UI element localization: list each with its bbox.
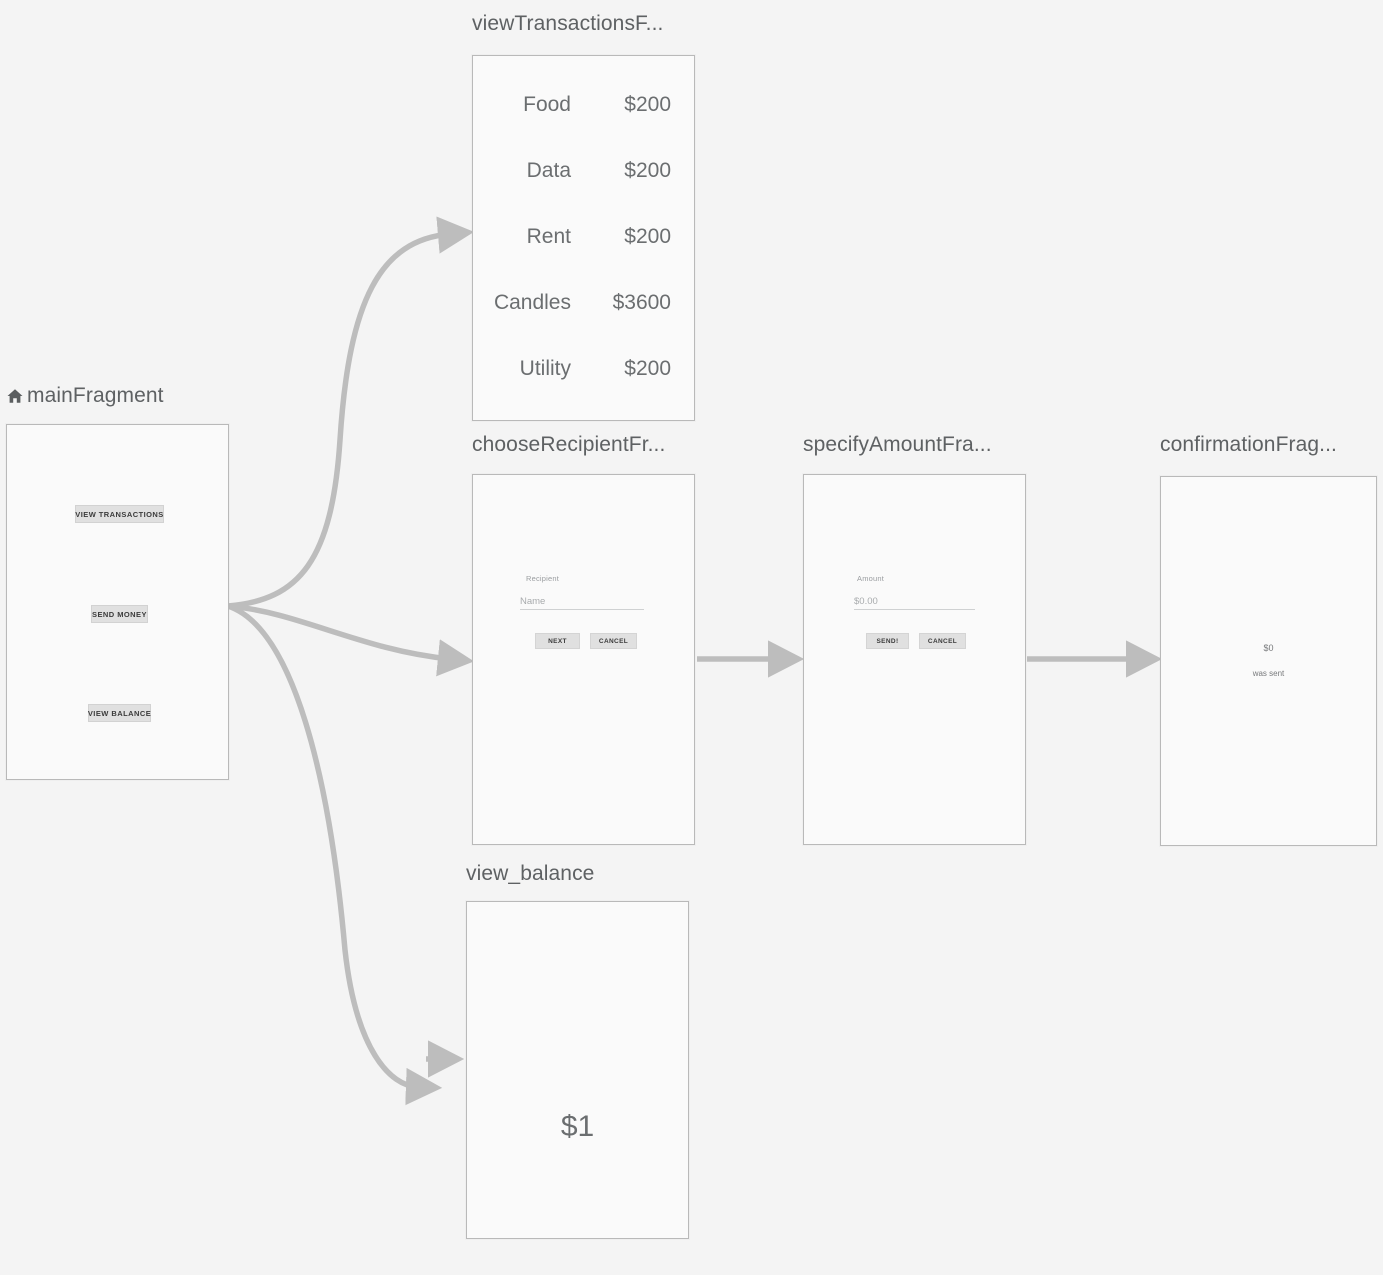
transaction-name: Data (526, 159, 571, 182)
recipient-field-label: Recipient (526, 574, 560, 583)
button-label: VIEW TRANSACTIONS (75, 509, 164, 519)
confirmation-amount: $0 (1263, 643, 1274, 653)
table-row: Rent $200 (473, 225, 694, 248)
destination-label: confirmationFrag... (1160, 434, 1337, 455)
button-label: VIEW BALANCE (87, 708, 152, 718)
destination-title: specifyAmountFra... (803, 433, 992, 456)
view-transactions-button[interactable]: VIEW TRANSACTIONS (75, 505, 164, 523)
button-label: CANCEL (927, 637, 958, 645)
destination-frame[interactable]: Amount $0.00 SEND! CANCEL (803, 474, 1026, 845)
confirmation-message: was sent (1252, 669, 1285, 678)
action-main-to-transactions (225, 216, 475, 609)
destination-label: mainFragment (6, 385, 164, 406)
transaction-name: Rent (526, 225, 571, 248)
destination-label: chooseRecipientFr... (472, 434, 665, 455)
action-main-to-balance (225, 603, 443, 1106)
preview-amount-form: Amount $0.00 SEND! CANCEL (804, 475, 1025, 844)
cancel-button[interactable]: CANCEL (919, 633, 966, 649)
transaction-amount: $200 (624, 357, 671, 380)
home-icon (6, 387, 24, 405)
next-button[interactable]: NEXT (535, 633, 580, 649)
balance-amount: $1 (560, 1110, 595, 1143)
button-label: SEND! (876, 637, 899, 645)
preview-balance: $1 (467, 902, 688, 1238)
view-balance-button[interactable]: VIEW BALANCE (88, 704, 151, 722)
amount-field-label: Amount (857, 574, 885, 583)
transaction-amount: $200 (624, 93, 671, 116)
transaction-amount: $3600 (612, 291, 671, 314)
destination-title: viewTransactionsF... (472, 12, 664, 35)
transaction-amount: $200 (624, 159, 671, 182)
preview-transaction-list: Food $200 Data $200 Rent $200 Candles $3… (473, 56, 694, 420)
destination-title: confirmationFrag... (1160, 433, 1337, 456)
destination-title: view_balance (466, 862, 595, 885)
transaction-amount: $200 (624, 225, 671, 248)
destination-title: chooseRecipientFr... (472, 433, 666, 456)
destination-label: viewTransactionsF... (472, 13, 663, 34)
amount-input[interactable]: $0.00 (854, 596, 975, 610)
action-main-to-recipient (225, 603, 475, 677)
transaction-name: Food (523, 93, 571, 116)
destination-frame[interactable]: $0 was sent (1160, 476, 1377, 846)
transaction-name: Candles (493, 291, 571, 314)
button-label: NEXT (548, 637, 567, 645)
table-row: Data $200 (473, 159, 694, 182)
destination-label: specifyAmountFra... (803, 434, 992, 455)
destination-frame[interactable]: VIEW TRANSACTIONS SEND MONEY VIEW BALANC… (6, 424, 229, 780)
preview-confirmation: $0 was sent (1161, 477, 1376, 845)
table-row: Candles $3600 (473, 291, 694, 314)
cancel-button[interactable]: CANCEL (590, 633, 637, 649)
recipient-name-input[interactable]: Name (520, 596, 644, 610)
destination-frame[interactable]: Recipient Name NEXT CANCEL (472, 474, 695, 845)
send-money-button[interactable]: SEND MONEY (91, 605, 148, 623)
button-label: SEND MONEY (92, 609, 147, 619)
transaction-name: Utility (519, 357, 571, 380)
destination-frame[interactable]: $1 (466, 901, 689, 1239)
preview-recipient-form: Recipient Name NEXT CANCEL (473, 475, 694, 844)
button-label: CANCEL (598, 637, 629, 645)
destination-title: mainFragment (27, 384, 164, 407)
destination-label: view_balance (466, 863, 594, 884)
preview-main-buttons: VIEW TRANSACTIONS SEND MONEY VIEW BALANC… (7, 425, 228, 779)
destination-frame[interactable]: Food $200 Data $200 Rent $200 Candles $3… (472, 55, 695, 421)
send-button[interactable]: SEND! (866, 633, 909, 649)
table-row: Utility $200 (473, 357, 694, 380)
table-row: Food $200 (473, 93, 694, 116)
